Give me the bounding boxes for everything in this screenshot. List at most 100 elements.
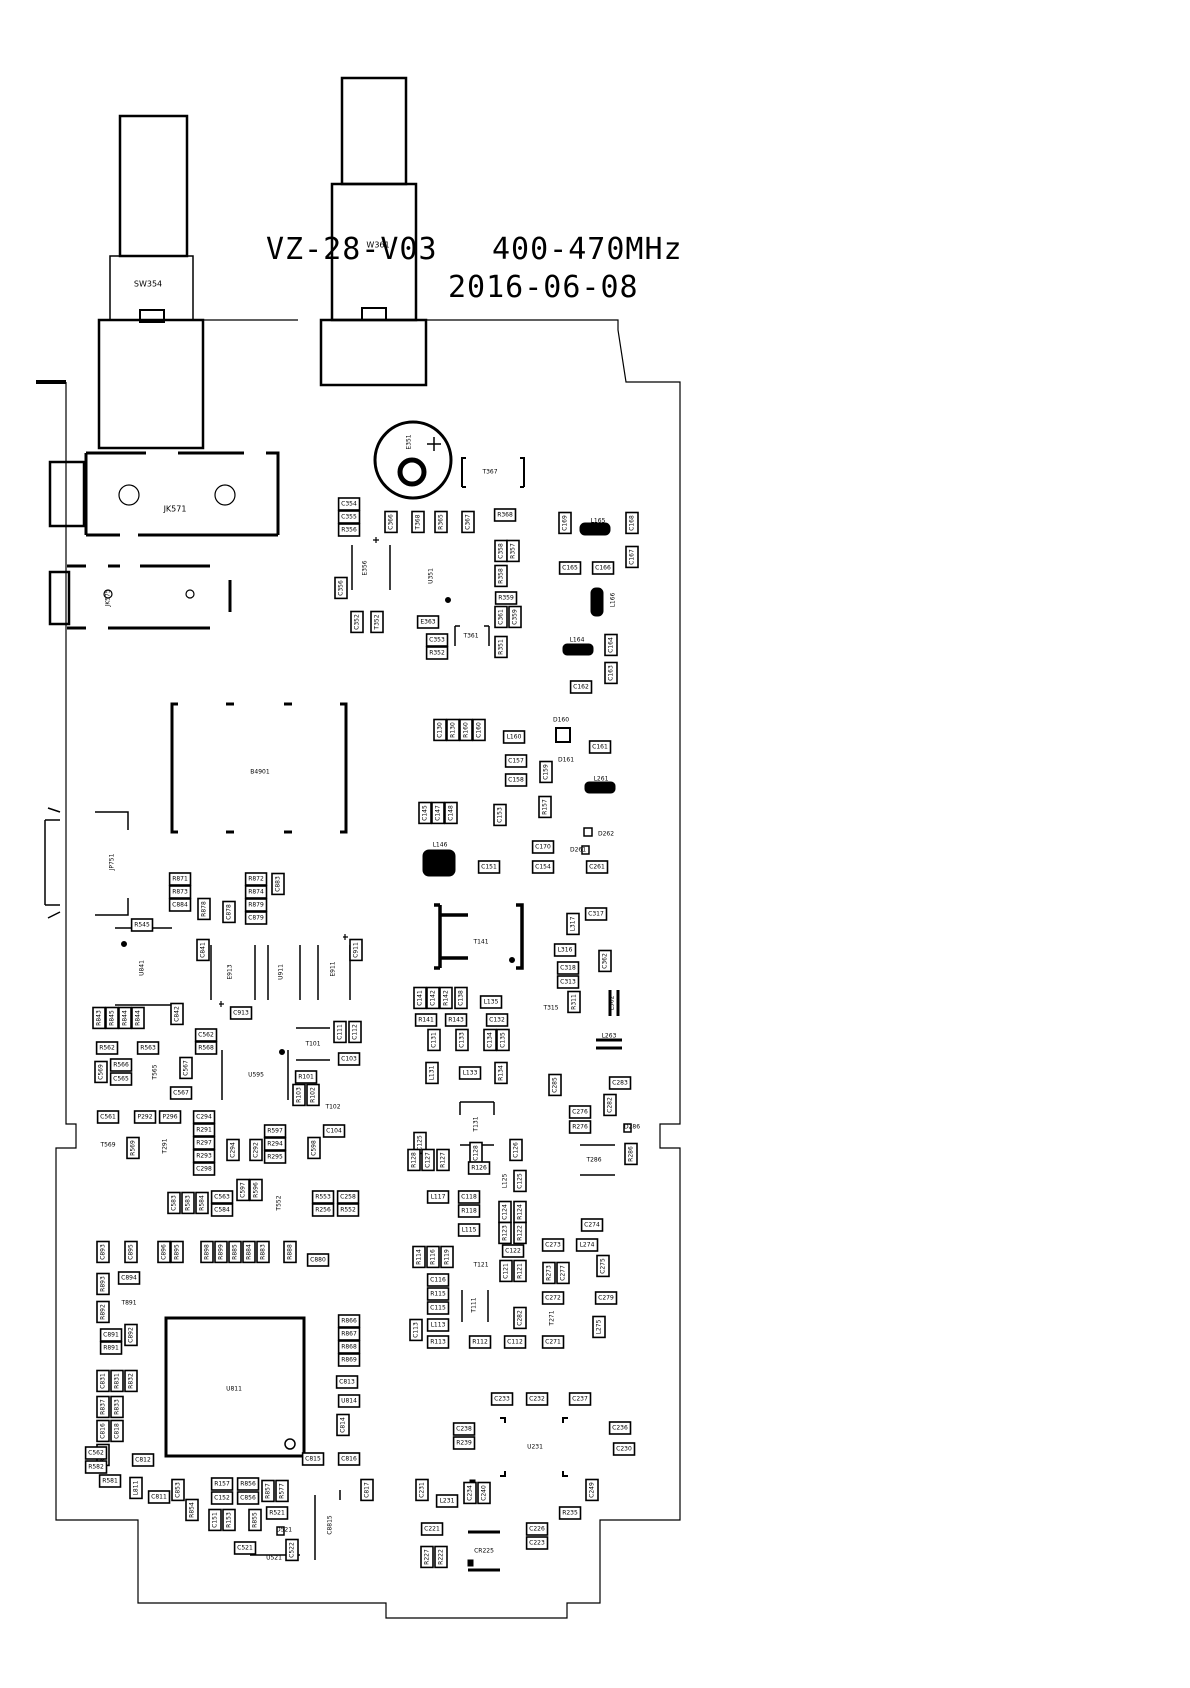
component-label: D261 [570, 847, 586, 854]
component-label: R879 [248, 902, 264, 909]
component-c237: C237 [568, 1392, 592, 1406]
component-label: R116 [430, 1249, 437, 1265]
component-c115: C115 [426, 1301, 450, 1315]
component-label: R273 [546, 1265, 553, 1281]
component-label: C148 [448, 805, 455, 821]
component-label: R239 [456, 1440, 472, 1447]
component-label: C147 [435, 805, 442, 821]
component-label: C567 [183, 1060, 190, 1076]
component-c853: C853 [171, 1478, 185, 1502]
component-r583: R583 [181, 1191, 195, 1215]
component-c277: C277 [556, 1261, 570, 1285]
component-c226: C226 [525, 1522, 549, 1536]
component-r294: R294 [263, 1137, 287, 1151]
component-c231: C231 [415, 1478, 429, 1502]
component-label: U595 [248, 1072, 264, 1079]
component-label: C153 [497, 807, 504, 823]
component-label: R577 [279, 1483, 286, 1499]
component-t111: T111 [471, 1297, 478, 1313]
component-label: C127 [425, 1152, 432, 1168]
component-c165: C165 [558, 561, 582, 575]
w361-connector [319, 76, 428, 387]
component-c158: C158 [504, 773, 528, 787]
component-l160: L160 [502, 730, 526, 744]
component-label: L274 [580, 1242, 595, 1249]
component-r833: R833 [110, 1395, 124, 1419]
component-c124: C124 [498, 1200, 512, 1224]
component-label: C233 [494, 1396, 510, 1403]
component-label: U811 [226, 1386, 242, 1393]
component-label: R874 [248, 889, 264, 896]
component-label: T291 [162, 1138, 169, 1154]
component-label: C313 [560, 979, 576, 986]
component-label: R142 [443, 990, 450, 1006]
component-label: R833 [114, 1399, 121, 1415]
component-r123: R123 [498, 1221, 512, 1245]
component-label: L261 [594, 776, 609, 783]
component-label: R581 [102, 1478, 118, 1485]
component-label: C521 [237, 1545, 253, 1552]
component-label: R898 [204, 1244, 211, 1260]
component-r888: R888 [283, 1240, 297, 1264]
component-label: C116 [430, 1277, 446, 1284]
component-label: U814 [341, 1398, 357, 1405]
component-label: T111 [471, 1297, 478, 1313]
component-r872: R872 [244, 872, 268, 886]
component-label: C856 [240, 1495, 256, 1502]
component-c160: C160 [472, 718, 486, 742]
component-label: L146 [433, 842, 448, 849]
component-r352: R352 [425, 646, 449, 660]
component-label: C282 [517, 1310, 524, 1326]
b4901-outline [170, 702, 348, 834]
component-label: C292 [253, 1142, 260, 1158]
component-label: C118 [461, 1194, 477, 1201]
date-label: 2016-06-08 [448, 270, 639, 305]
component-r121: R121 [513, 1259, 527, 1283]
component-r368: R368 [493, 508, 517, 522]
component-label: R553 [315, 1194, 331, 1201]
component-t101: T101 [304, 1041, 320, 1048]
component-c234: C234 [463, 1481, 477, 1505]
component-label: C249 [589, 1482, 596, 1498]
component-t131: T131 [473, 1116, 480, 1132]
component-label: L166 [610, 592, 617, 607]
component-c121: C121 [499, 1259, 513, 1283]
component-label: U841 [139, 960, 146, 976]
component-label: R291 [196, 1127, 212, 1134]
component-r128: R128 [407, 1148, 421, 1172]
component-l164: L164 [570, 637, 585, 644]
component-c896: C896 [157, 1240, 171, 1264]
component-label: C237 [572, 1396, 588, 1403]
component-c128: C128 [469, 1141, 483, 1165]
component-label: R883 [260, 1244, 267, 1260]
component-r235: R235 [558, 1506, 582, 1520]
component-c138: C138 [454, 986, 468, 1010]
component-label: T361 [462, 633, 478, 640]
component-label: R297 [196, 1140, 212, 1147]
component-label: C111 [337, 1024, 344, 1040]
component-label: R351 [498, 639, 505, 655]
component-label: C285 [552, 1077, 559, 1093]
component-label: R854 [189, 1502, 196, 1518]
component-label: R831 [114, 1373, 121, 1389]
component-c831: C831 [96, 1369, 110, 1393]
component-r837: R837 [96, 1395, 110, 1419]
component-c283: C283 [608, 1076, 632, 1090]
component-label: R134 [498, 1065, 505, 1081]
component-label: L160 [507, 734, 522, 741]
component-c162: C162 [569, 680, 593, 694]
component-c563: C563 [210, 1190, 234, 1204]
component-l165: L165 [591, 518, 606, 525]
component-c141: C141 [413, 986, 427, 1010]
component-l317: L317 [566, 912, 580, 936]
component-t891: T891 [120, 1300, 136, 1307]
component-label: C814 [340, 1417, 347, 1433]
component-u911: U911 [278, 964, 285, 980]
component-label: R115 [430, 1291, 446, 1298]
component-c355: C355 [337, 510, 361, 524]
component-c814: C814 [336, 1413, 350, 1437]
component-r124: R124 [513, 1200, 527, 1224]
component-e363: E363 [416, 615, 440, 629]
component-cr225: CR225 [474, 1548, 494, 1555]
